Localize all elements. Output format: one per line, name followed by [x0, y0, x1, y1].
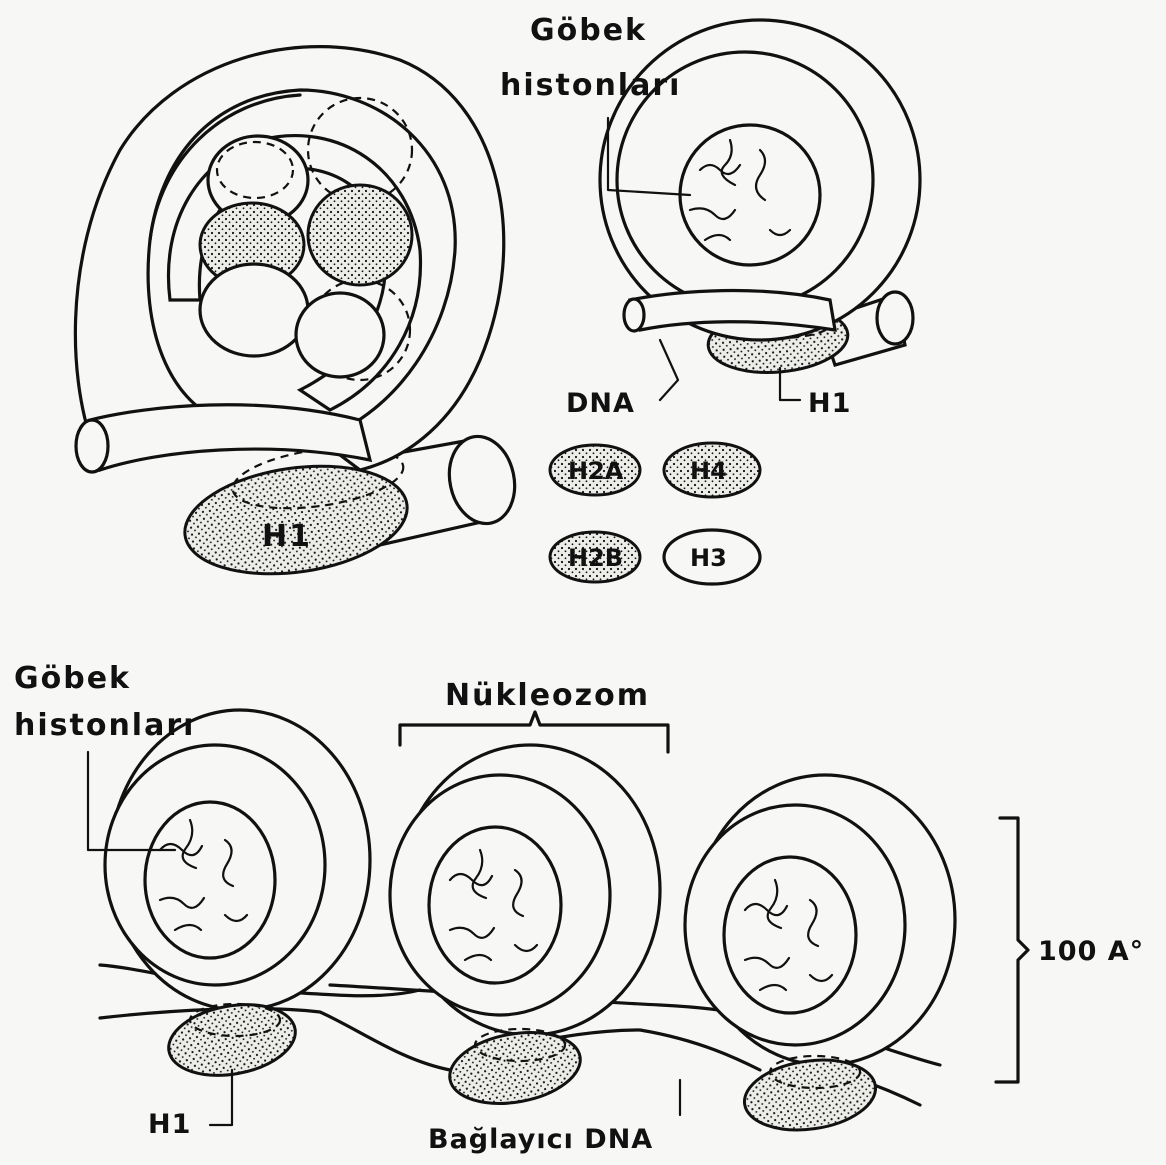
core-histones-bottom-line2: histonları — [14, 708, 195, 743]
size-label: 100 A° — [1038, 936, 1144, 967]
core-histones-top-line2: histonları — [500, 68, 681, 103]
histone-legend: H2A H4 H2B H3 — [550, 443, 760, 584]
core-histones-top-line1: Göbek — [530, 13, 647, 48]
large-h1-label: H1 — [262, 519, 312, 554]
core-histone-h4 — [296, 293, 384, 377]
core-histones-label-bottom: Göbek histonları — [14, 661, 195, 743]
chain-nucleosome-1 — [105, 710, 370, 1085]
size-bracket — [996, 818, 1028, 1082]
legend-h2b-label: H2B — [568, 544, 623, 572]
h1-leader-bottom — [210, 1070, 232, 1125]
legend-h2a-label: H2A — [568, 457, 624, 485]
core-histone-h2b — [308, 185, 412, 285]
legend-h4: H4 — [664, 443, 760, 497]
chain-nucleosome-2 — [390, 745, 660, 1113]
nucleosome-chain — [88, 710, 1028, 1138]
small-core-histone — [680, 125, 820, 265]
large-nucleosome: H1 — [75, 47, 522, 587]
legend-h2a: H2A — [550, 445, 640, 495]
core-histones-bottom-line1: Göbek — [14, 661, 131, 696]
chain-h1-blob-3 — [740, 1052, 880, 1138]
chain-h1-label: H1 — [148, 1109, 191, 1140]
legend-h3: H3 — [664, 530, 760, 584]
legend-h3-label: H3 — [690, 544, 727, 572]
legend-h4-label: H4 — [690, 457, 727, 485]
dna-label: DNA — [566, 388, 635, 419]
nucleosome-label: Nükleozom — [445, 678, 650, 713]
core-histone-h3-low — [200, 264, 308, 356]
legend-h2b: H2B — [550, 532, 640, 582]
linker-dna-label: Bağlayıcı DNA — [428, 1124, 653, 1155]
chain-nucleosome-3 — [685, 775, 955, 1138]
small-h1-label: H1 — [808, 388, 851, 419]
